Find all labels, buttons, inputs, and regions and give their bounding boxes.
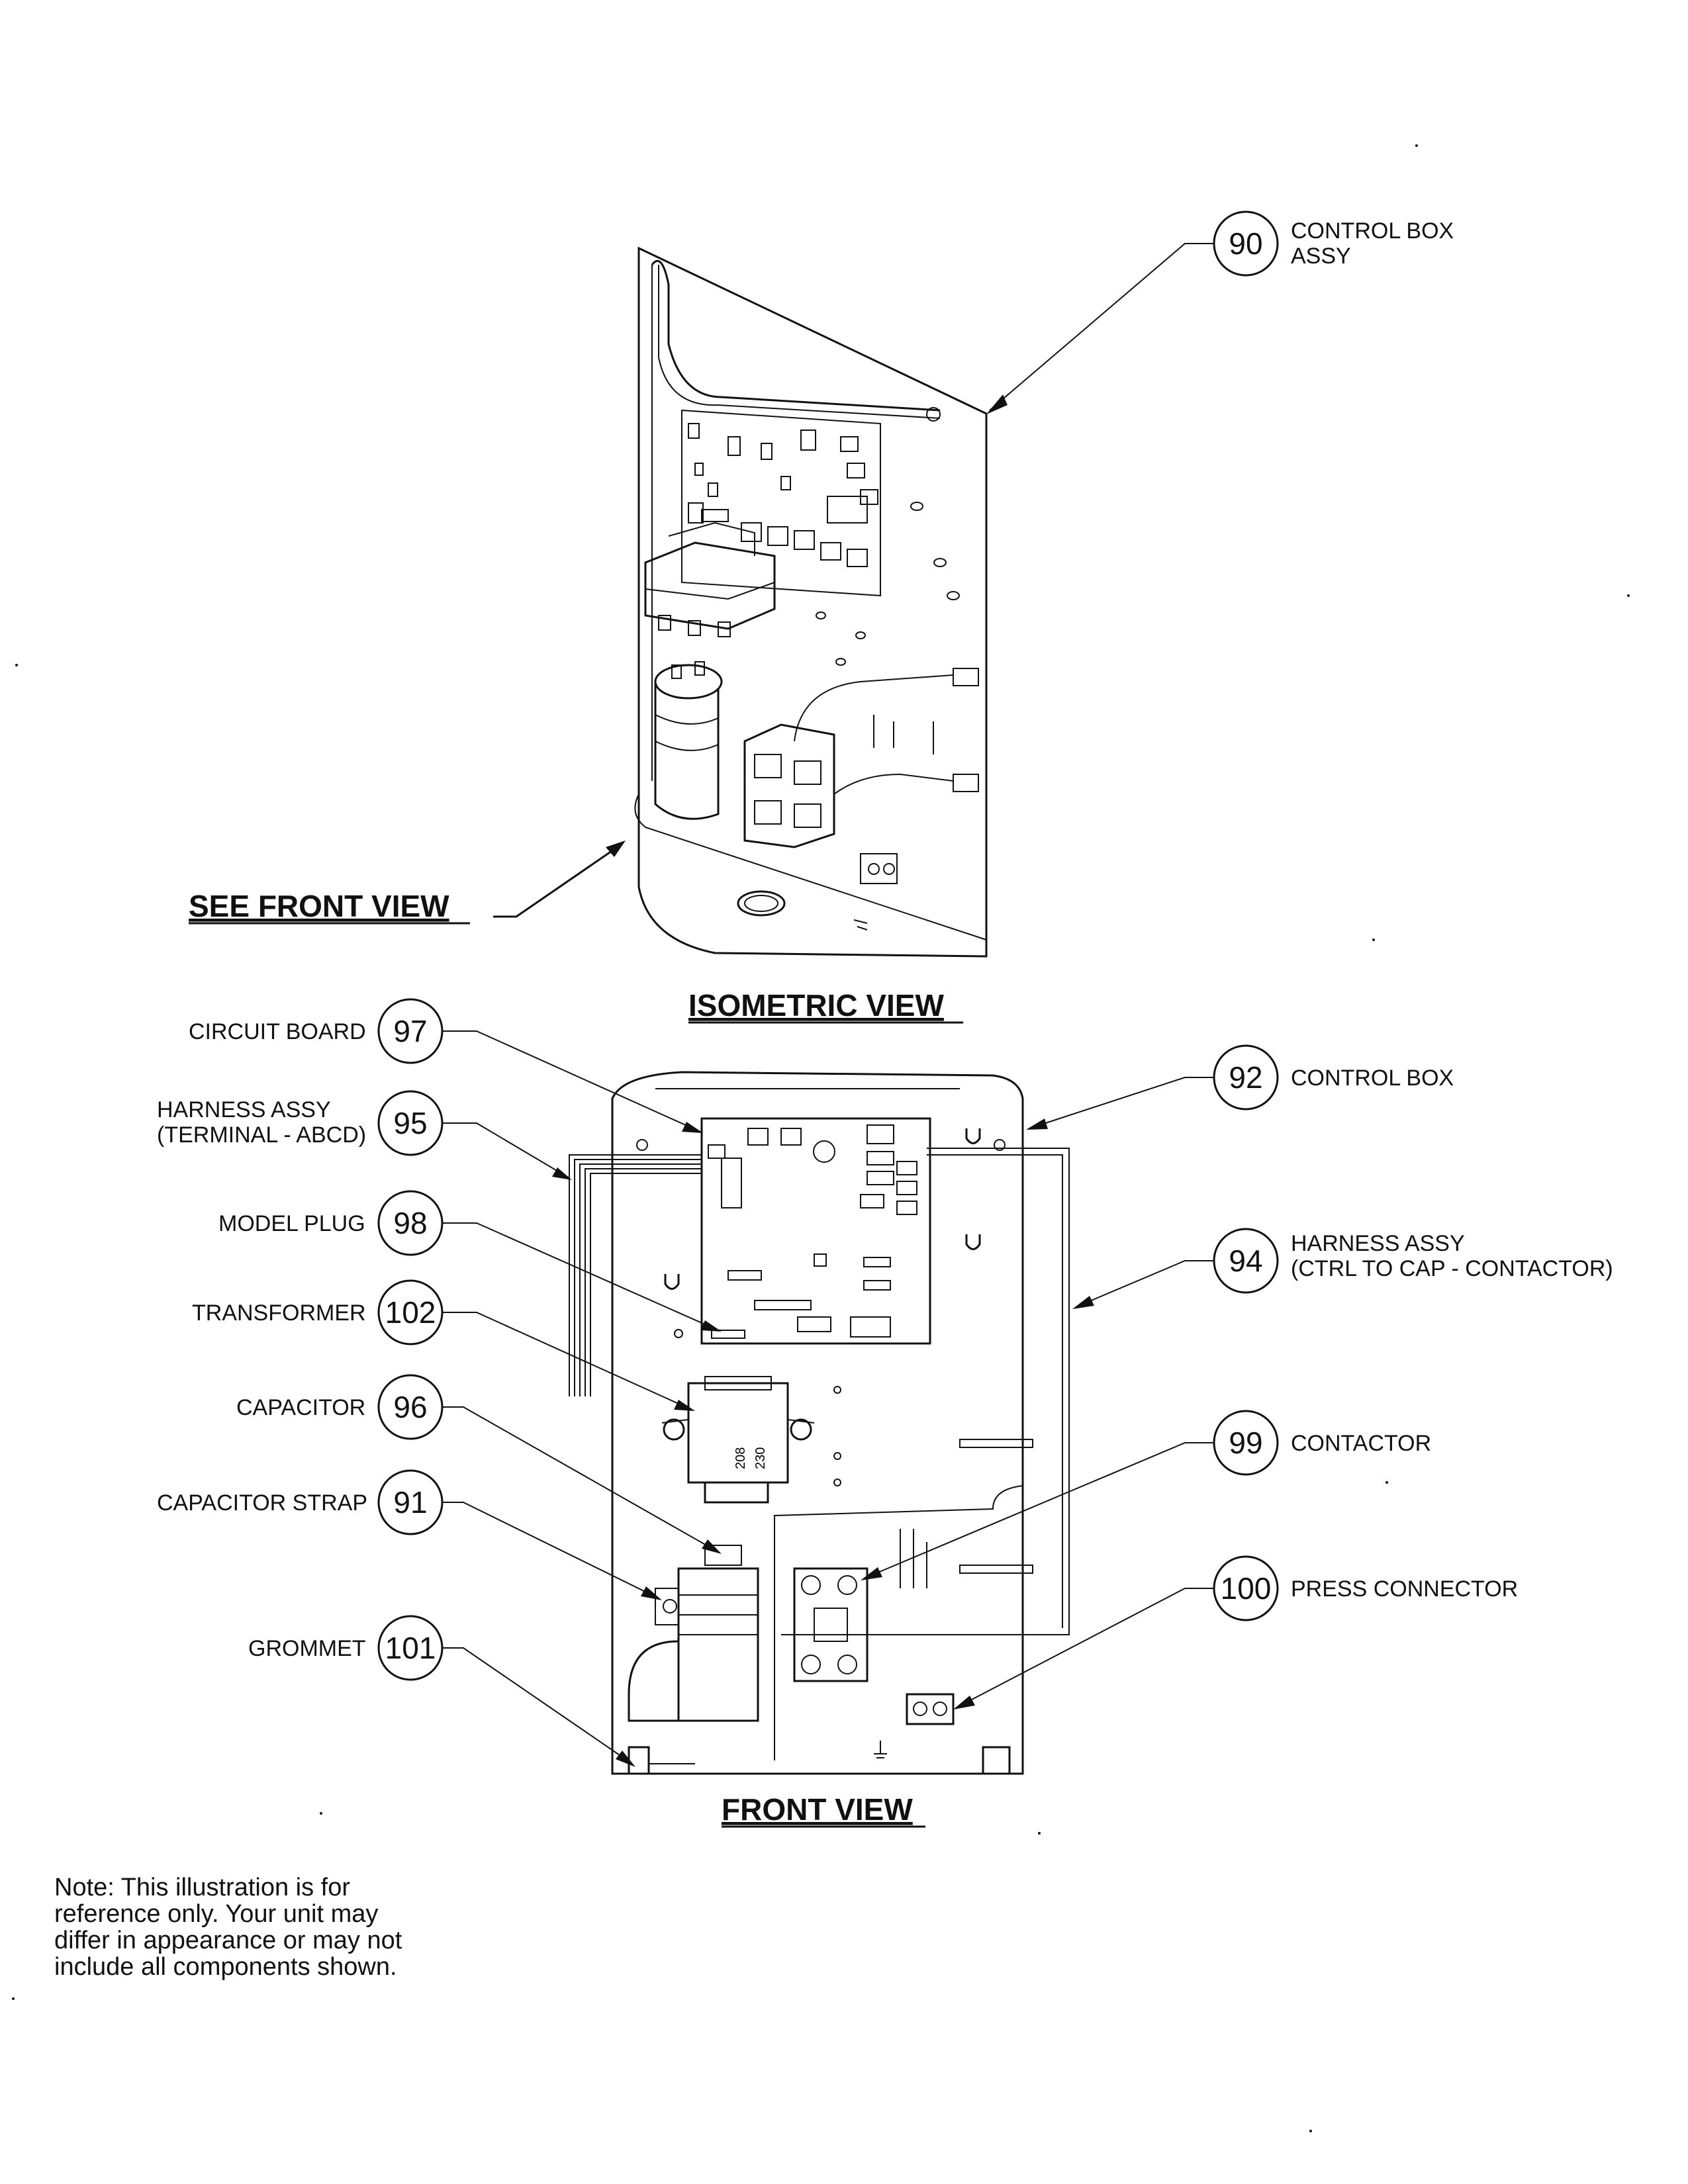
callout-number: 96 <box>393 1390 427 1424</box>
callout-label: HARNESS ASSY <box>157 1097 331 1122</box>
callout-label: PRESS CONNECTOR <box>1291 1576 1518 1602</box>
note-line: include all components shown. <box>54 1953 397 1981</box>
callout-101: 101 GROMMET <box>248 1615 635 1767</box>
callout-95: 95 HARNESS ASSY (TERMINAL - ABCD) <box>157 1090 572 1180</box>
callout-label: TRANSFORMER <box>192 1300 366 1326</box>
callout-number: 97 <box>393 1014 427 1048</box>
callout-label: CAPACITOR STRAP <box>157 1490 367 1516</box>
callout-number: 102 <box>385 1295 436 1330</box>
callout-label: CONTACTOR <box>1291 1431 1431 1456</box>
front-view-title: FRONT VIEW <box>722 1792 913 1827</box>
callout-label: CAPACITOR <box>236 1395 365 1420</box>
callout-label: CIRCUIT BOARD <box>189 1019 366 1044</box>
callout-100: 100 PRESS CONNECTOR <box>953 1555 1518 1709</box>
callout-96: 96 CAPACITOR <box>236 1374 722 1554</box>
callout-number: 94 <box>1229 1244 1262 1278</box>
callout-label: CONTROL BOX <box>1291 1066 1454 1091</box>
callout-label: CONTROL BOX <box>1291 218 1454 244</box>
callout-91: 91 CAPACITOR STRAP <box>157 1469 662 1600</box>
note-line: differ in appearance or may not <box>54 1927 402 1954</box>
callout-number: 99 <box>1229 1426 1262 1460</box>
disclaimer-note: Note: This illustration is for reference… <box>54 1874 478 1980</box>
callout-label: (CTRL TO CAP - CONTACTOR) <box>1291 1256 1613 1281</box>
callout-label: (TERMINAL - ABCD) <box>157 1122 366 1148</box>
callout-97: 97 CIRCUIT BOARD <box>189 998 703 1133</box>
callout-number: 101 <box>385 1631 436 1665</box>
callout-label: MODEL PLUG <box>218 1211 365 1236</box>
callout-number: 92 <box>1229 1060 1262 1095</box>
front-view-drawing <box>569 1071 1070 1775</box>
callout-number: 91 <box>393 1485 427 1520</box>
callout-number: 98 <box>393 1206 427 1240</box>
isometric-view-drawing <box>634 246 988 958</box>
callout-99: 99 CONTACTOR <box>861 1410 1431 1580</box>
callout-98: 98 MODEL PLUG <box>218 1190 722 1332</box>
transformer-mark-230: 230 <box>753 1447 768 1469</box>
callout-94: 94 HARNESS ASSY (CTRL TO CAP - CONTACTOR… <box>1072 1228 1613 1309</box>
scan-specks <box>12 144 1630 2132</box>
callout-label: ASSY <box>1291 244 1351 269</box>
transformer-mark-208: 208 <box>733 1447 748 1469</box>
callout-102: 102 TRANSFORMER <box>192 1279 695 1411</box>
see-front-view-label: SEE FRONT VIEW <box>189 889 449 923</box>
note-line: Note: This illustration is for <box>54 1874 351 1901</box>
callout-number: 95 <box>393 1106 427 1140</box>
callout-number: 100 <box>1221 1571 1272 1606</box>
callout-label: HARNESS ASSY <box>1291 1231 1465 1256</box>
callout-number: 90 <box>1229 226 1262 261</box>
callout-label: GROMMET <box>248 1636 366 1661</box>
callout-90: 90 CONTROL BOX ASSY <box>986 210 1454 414</box>
note-line: reference only. Your unit may <box>54 1900 379 1928</box>
isometric-view-title: ISOMETRIC VIEW <box>688 988 944 1023</box>
callout-92: 92 CONTROL BOX <box>1026 1044 1454 1130</box>
